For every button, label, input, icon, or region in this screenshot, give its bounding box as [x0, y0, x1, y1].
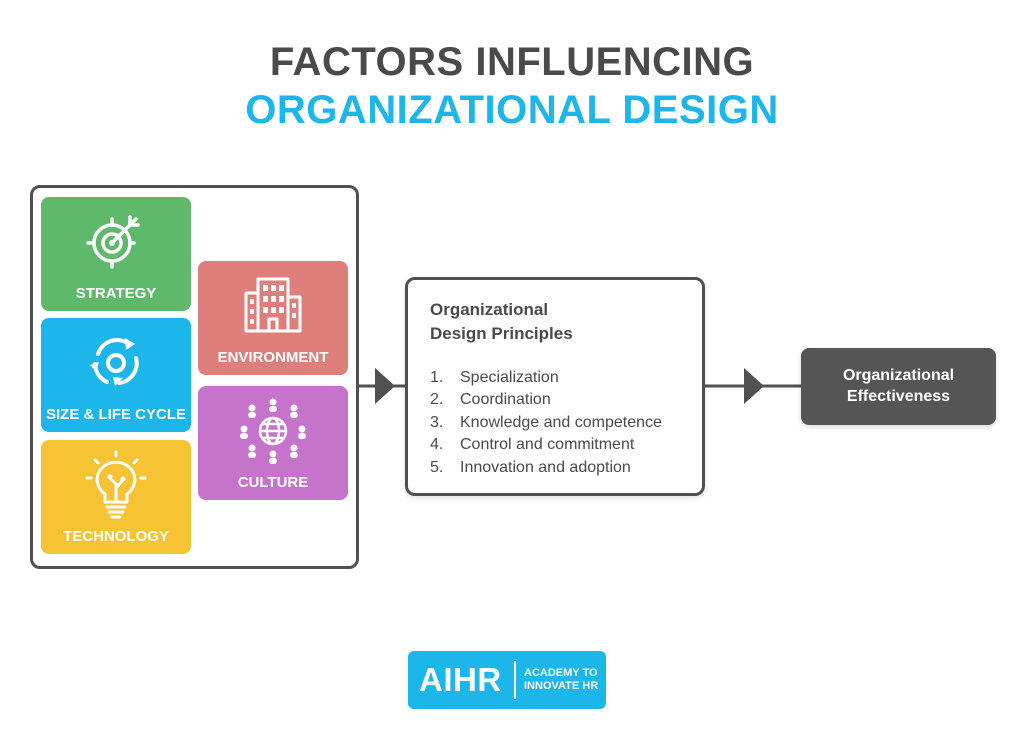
factor-culture: CULTURE: [198, 386, 348, 500]
cycle-arrows-icon: [90, 338, 139, 386]
logo-divider: [514, 661, 516, 699]
organizational-effectiveness-box: Organizational Effectiveness: [801, 348, 996, 425]
factor-size-life-cycle: SIZE & LIFE CYCLE: [41, 318, 191, 432]
aihr-logo: AIHR ACADEMY TO INNOVATE HR: [408, 651, 606, 709]
principle-number: 1.: [430, 369, 444, 386]
principle-item: 3. Knowledge and competence: [430, 412, 662, 434]
principle-text: Control and commitment: [460, 436, 635, 454]
principle-number: 3.: [430, 413, 444, 431]
principle-item: 5. Innovation and adoption: [430, 457, 662, 479]
principle-text: Coordination: [460, 391, 551, 409]
principles-heading-line2: Design Principles: [430, 324, 573, 343]
principle-item: 1. Specialization: [430, 367, 662, 389]
globe-people-icon: [240, 398, 306, 464]
outcome-line1: Organizational: [842, 367, 955, 384]
principles-heading-line1: Organizational: [430, 300, 549, 319]
principles-list: 1. Specialization 2. Coordination 3. Knowle…: [430, 367, 662, 479]
title-line-1: FACTORS INFLUENCING: [269, 40, 755, 84]
logo-mark: AIHR: [419, 661, 502, 698]
principle-number: 5.: [430, 458, 444, 476]
principle-item: 2. Coordination: [430, 389, 662, 411]
factor-strategy-label: STRATEGY: [75, 285, 157, 302]
logo-tagline-line1: ACADEMY TO: [524, 667, 598, 679]
outcome-line2: Effectiveness: [846, 388, 951, 405]
logo-tagline: ACADEMY TO INNOVATE HR: [524, 667, 598, 693]
target-icon: [86, 215, 140, 269]
principle-text: Innovation and adoption: [460, 458, 631, 476]
factor-environment-label: ENVIRONMENT: [217, 349, 329, 366]
design-principles-box: Organizational Design Principles 1. Speci…: [405, 277, 705, 496]
principle-item: 4. Control and commitment: [430, 434, 662, 456]
factor-strategy: STRATEGY: [41, 197, 191, 311]
logo-tagline-line2: INNOVATE HR: [524, 680, 599, 692]
factor-culture-label: CULTURE: [237, 474, 309, 491]
factor-technology-label: TECHNOLOGY: [63, 528, 169, 545]
buildings-icon: [244, 277, 302, 333]
lightbulb-icon: [85, 450, 147, 519]
title-line-2: ORGANIZATIONAL DESIGN: [245, 88, 779, 132]
principle-number: 4.: [430, 436, 444, 454]
principle-number: 2.: [430, 391, 444, 409]
principle-text: Knowledge and competence: [460, 413, 662, 431]
principle-text: Specialization: [460, 369, 559, 386]
outcome-label: Organizational Effectiveness: [801, 365, 996, 407]
arrow-factors-to-principles: [358, 368, 406, 404]
factor-technology: TECHNOLOGY: [41, 440, 191, 554]
factor-environment: ENVIRONMENT: [198, 261, 348, 375]
arrow-principles-to-effectiveness: [704, 368, 802, 404]
principles-heading: Organizational Design Principles: [430, 298, 630, 346]
factor-size-life-cycle-label: SIZE & LIFE CYCLE: [45, 406, 186, 423]
